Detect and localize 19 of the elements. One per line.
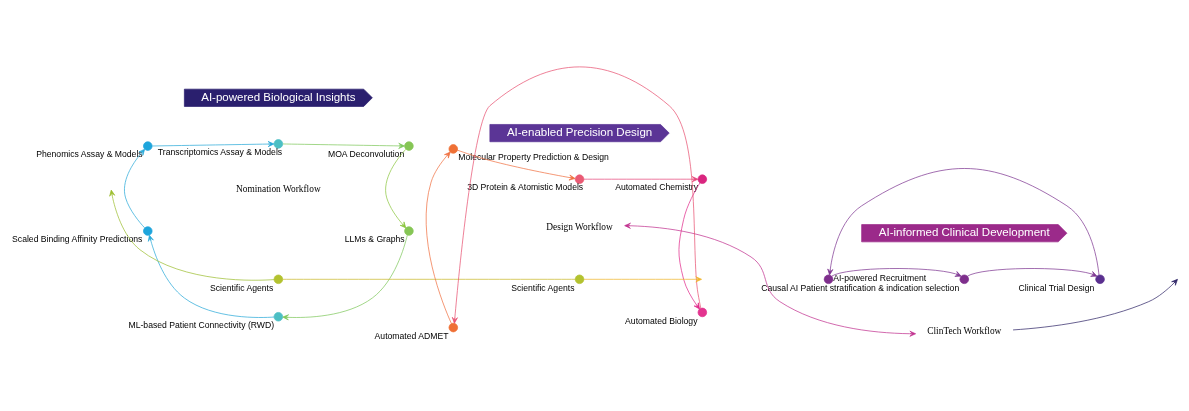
node-label: AI-powered Recruitment	[833, 273, 927, 284]
node-text: Nomination Workflow	[236, 184, 321, 195]
node-label: Automated Biology	[625, 315, 698, 326]
node-text: Design Workflow	[546, 221, 613, 232]
node-label: ML-based Patient Connectivity (RWD)	[128, 319, 275, 330]
node-label: Clinical Trial Design	[1018, 282, 1095, 293]
node-label: Molecular Property Prediction & Design	[458, 152, 609, 163]
node-label: Automated Chemistry	[615, 182, 699, 193]
node-label: Phenomics Assay & Models	[36, 149, 143, 160]
node-label: Transcriptomics Assay & Models	[157, 147, 283, 158]
node-label: Scientific Agents	[511, 282, 575, 293]
node-label: LLMs & Graphs	[344, 234, 405, 245]
node-label: MOA Deconvolution	[327, 149, 405, 160]
node-label: Automated ADMET	[374, 330, 449, 341]
node-label: Scientific Agents	[209, 282, 274, 293]
node-label: Causal AI Patient stratification & indication selection	[761, 282, 960, 293]
node-text: ClinTech Workflow	[927, 325, 1002, 336]
node-label: 3D Protein & Atomistic Models	[467, 182, 584, 193]
node-label: Scaled Binding Affinity Predictions	[12, 234, 143, 245]
